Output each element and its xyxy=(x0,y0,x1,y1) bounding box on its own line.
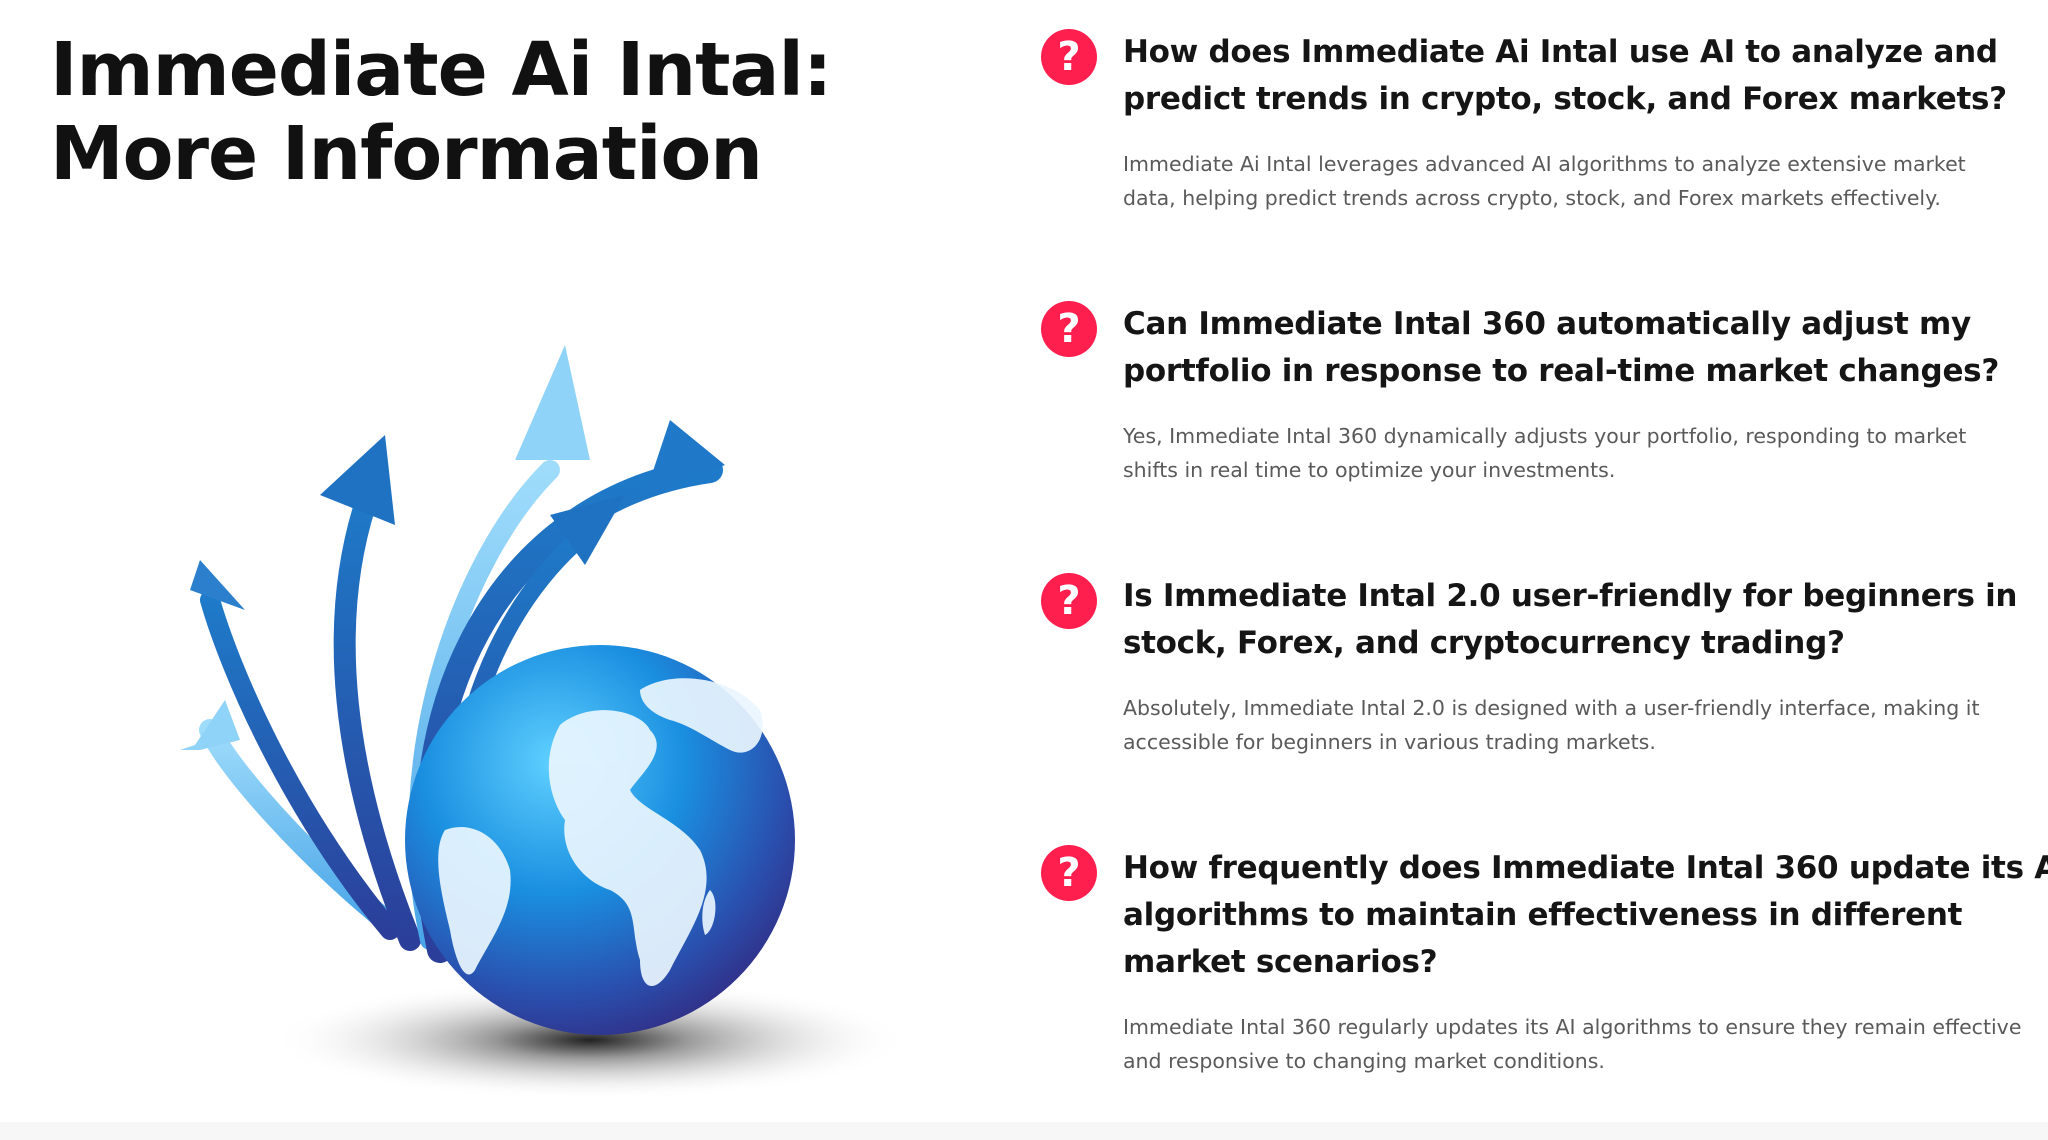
question-icon: ? xyxy=(1041,301,1097,357)
faq-answer: Absolutely, Immediate Intal 2.0 is desig… xyxy=(1123,696,1980,754)
faq-answer: Immediate Intal 360 regularly updates it… xyxy=(1123,1015,2022,1073)
question-icon: ? xyxy=(1041,845,1097,901)
faq-question: How does Immediate Ai Intal use AI to an… xyxy=(1123,34,2007,117)
question-icon: ? xyxy=(1041,573,1097,629)
continents xyxy=(438,678,763,987)
faq-question: Is Immediate Intal 2.0 user-friendly for… xyxy=(1123,578,2018,661)
faq-answer: Yes, Immediate Intal 360 dynamically adj… xyxy=(1123,424,1967,482)
section-divider xyxy=(0,1122,2048,1140)
title-line-1: Immediate Ai Intal: xyxy=(50,27,832,113)
globe-shadow xyxy=(270,980,910,1100)
faq-question: Can Immediate Intal 360 automatically ad… xyxy=(1123,306,2000,389)
question-icon: ? xyxy=(1041,29,1097,85)
page-title: Immediate Ai Intal: More Information xyxy=(50,27,832,197)
globe-with-arrows-icon xyxy=(180,345,910,1100)
faq-question: How frequently does Immediate Intal 360 … xyxy=(1123,850,2048,980)
faq-answer: Immediate Ai Intal leverages advanced AI… xyxy=(1123,152,1966,210)
title-line-2: More Information xyxy=(50,111,763,197)
